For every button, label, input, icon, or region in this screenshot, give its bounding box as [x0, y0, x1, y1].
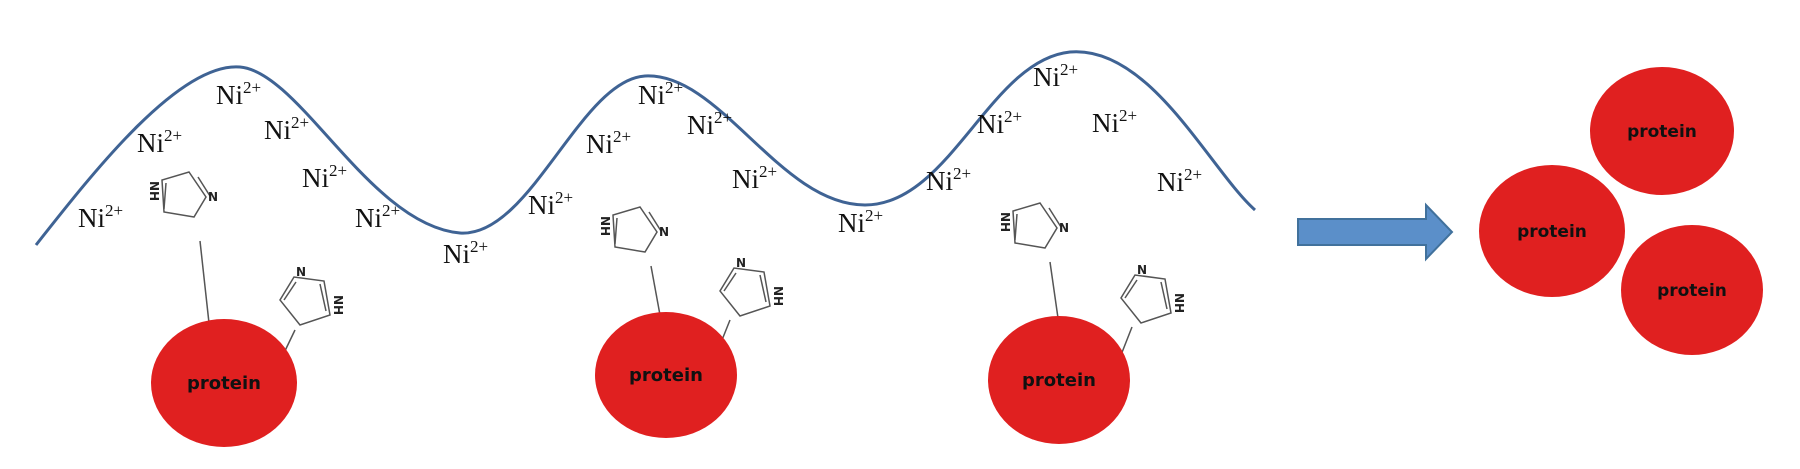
protein-label: protein	[629, 365, 703, 386]
linker-bond	[1049, 261, 1059, 319]
protein-circle	[1479, 165, 1625, 297]
ring-n-label: N	[208, 190, 218, 204]
ring-n-label: N	[296, 265, 306, 279]
nickel-ion: Ni2+	[443, 237, 488, 269]
ring-n-label: N	[659, 225, 669, 239]
ring-n-label: N	[736, 256, 746, 270]
ring-n-label: N	[1059, 221, 1069, 235]
ring-nh-label: NH	[998, 212, 1012, 232]
nickel-ion: Ni2+	[302, 161, 347, 193]
protein-label: protein	[1627, 122, 1697, 142]
nickel-ion: Ni2+	[264, 113, 309, 145]
linker-bond	[1120, 326, 1133, 356]
nickel-ion: Ni2+	[1033, 60, 1078, 92]
eluted-proteins: protein protein protein	[1479, 67, 1763, 355]
nickel-ion-group: Ni2+ Ni2+ Ni2+ Ni2+ Ni2+ Ni2+ Ni2+ Ni2+ …	[78, 60, 1202, 269]
nickel-ion: Ni2+	[926, 164, 971, 196]
nickel-ion: Ni2+	[216, 78, 261, 110]
nickel-ion: Ni2+	[586, 127, 631, 159]
resin-surface-wave	[34, 50, 1256, 246]
bound-protein-3: NH N N NH protein	[988, 202, 1186, 444]
imidazole-ring-icon: N NH	[719, 256, 785, 317]
nickel-ion: Ni2+	[1092, 106, 1137, 138]
nickel-ion: Ni2+	[137, 126, 182, 158]
ring-n-label: N	[1137, 263, 1147, 277]
protein-label: protein	[1517, 222, 1587, 242]
linker-bond	[199, 240, 210, 324]
ring-nh-label: NH	[771, 286, 785, 306]
nickel-ion: Ni2+	[977, 107, 1022, 139]
ring-nh-label: NH	[1172, 293, 1186, 313]
ring-nh-label: NH	[147, 181, 161, 201]
protein-label: protein	[1022, 370, 1096, 391]
nickel-ion: Ni2+	[638, 78, 683, 110]
nickel-ion: Ni2+	[687, 108, 732, 140]
protein-circle	[988, 316, 1130, 444]
protein-label: protein	[1657, 281, 1727, 301]
imidazole-ring-icon: NH N	[598, 206, 669, 253]
ring-nh-label: NH	[331, 295, 345, 315]
bound-protein-2: NH N N NH protein	[595, 206, 785, 438]
protein-circle	[595, 312, 737, 438]
nickel-ion: Ni2+	[78, 201, 123, 233]
nickel-ion: Ni2+	[1157, 165, 1202, 197]
nickel-ion: Ni2+	[838, 206, 883, 238]
protein-label: protein	[187, 373, 261, 394]
imidazole-ring-icon: N NH	[279, 265, 345, 326]
imidazole-ring-icon: N NH	[1120, 263, 1186, 324]
nickel-ion: Ni2+	[355, 201, 400, 233]
protein-circle	[1590, 67, 1734, 195]
protein-circle	[1621, 225, 1763, 355]
nickel-ion: Ni2+	[528, 188, 573, 220]
ring-nh-label: NH	[598, 216, 612, 236]
bound-protein-1: NH N N NH protein	[147, 171, 345, 447]
imidazole-ring-icon: NH N	[147, 171, 218, 218]
imidazole-ring-icon: NH N	[998, 202, 1069, 249]
process-arrow-icon	[1297, 202, 1454, 262]
protein-circle	[151, 319, 297, 447]
nickel-ion: Ni2+	[732, 162, 777, 194]
linker-bond	[650, 265, 661, 316]
